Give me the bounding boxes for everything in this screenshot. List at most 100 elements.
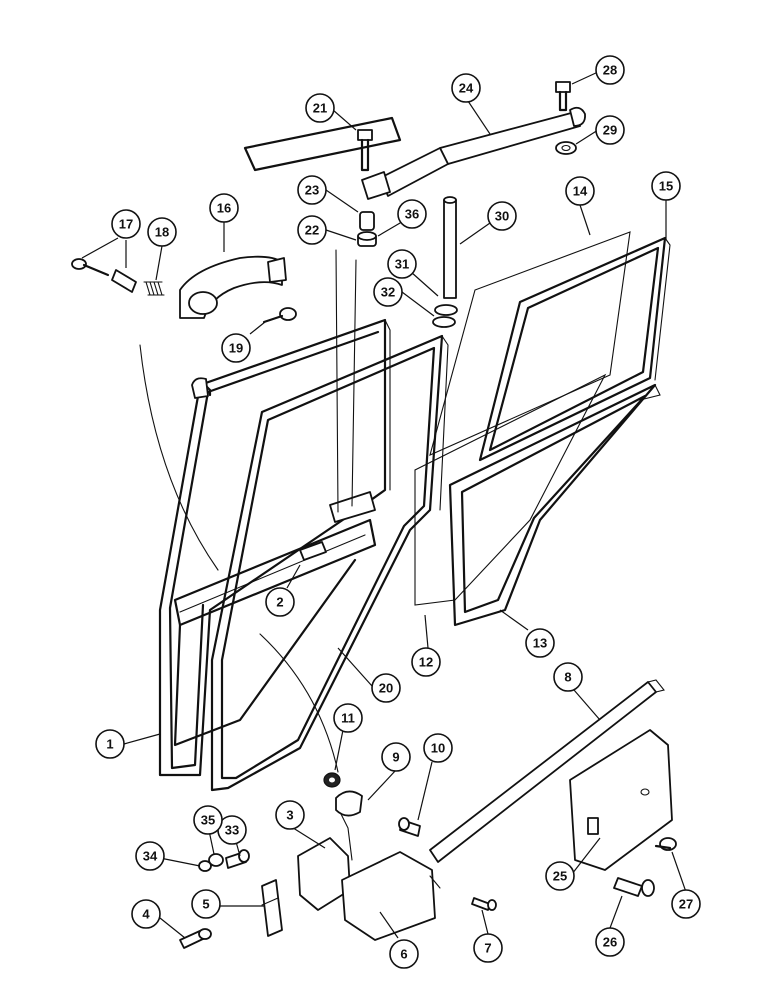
cover-plate [569,729,673,871]
callout-12: 12 [411,647,441,677]
callout-36: 36 [397,199,427,229]
lower-right-glass [414,373,607,606]
callout-label: 20 [379,681,393,696]
callout-20: 20 [371,673,401,703]
callout-35: 35 [193,805,223,835]
bolt-21 [357,129,373,172]
callout-label: 15 [659,179,673,194]
callout-25: 25 [545,861,575,891]
callout-label: 36 [405,207,419,222]
callout-3: 3 [275,800,305,830]
callout-17: 17 [111,209,141,239]
callout-26: 26 [595,927,625,957]
spring-18 [143,281,165,296]
door-handle [179,255,287,319]
washer-32 [432,316,456,328]
callout-14: 14 [565,176,595,206]
callout-label: 4 [142,907,150,922]
callout-label: 32 [381,285,395,300]
callout-13: 13 [525,628,555,658]
callout-2: 2 [265,587,295,617]
callout-7: 7 [473,933,503,963]
callout-22: 22 [297,215,327,245]
callout-label: 18 [155,225,169,240]
callout-21: 21 [305,93,335,123]
callout-label: 26 [603,935,617,950]
washer-36 [357,231,377,241]
callout-29: 29 [595,115,625,145]
callout-label: 17 [119,217,133,232]
callout-27: 27 [671,889,701,919]
bolt-26 [613,877,655,897]
bolt-33 [225,849,250,869]
callout-23: 23 [297,175,327,205]
callout-label: 11 [341,711,355,726]
callout-label: 2 [276,595,283,610]
pin-7 [471,897,497,911]
bolt-27 [654,837,677,851]
screw-10 [398,817,421,837]
callout-label: 7 [484,941,491,956]
callout-18: 18 [147,217,177,247]
callout-label: 19 [229,341,243,356]
callout-19: 19 [221,333,251,363]
callout-10: 10 [423,733,453,763]
callout-label: 27 [679,897,693,912]
plate-5 [261,879,283,937]
callout-label: 13 [533,636,547,651]
right-window-glass [429,231,631,456]
callout-4: 4 [131,899,161,929]
right-window-frame [478,236,671,462]
nut-34 [198,860,212,872]
callout-24: 24 [451,73,481,103]
callout-8: 8 [553,662,583,692]
callout-31: 31 [387,249,417,279]
callout-1: 1 [95,729,125,759]
callout-9: 9 [381,742,411,772]
bolt-28 [555,81,571,112]
screw-4 [179,928,212,949]
washer-35 [208,853,224,867]
callout-label: 9 [392,750,399,765]
callout-28: 28 [595,55,625,85]
bracket-6 [341,851,441,941]
callout-label: 6 [400,947,407,962]
hinge-pin [443,196,457,299]
callout-34: 34 [135,841,165,871]
callout-label: 33 [225,823,239,838]
callout-label: 5 [202,897,209,912]
callout-32: 32 [373,277,403,307]
callout-label: 30 [495,209,509,224]
callout-label: 3 [286,808,293,823]
gas-strut [243,106,586,200]
callout-label: 1 [106,737,113,752]
callout-30: 30 [487,201,517,231]
glass-seal-frame [210,334,449,792]
callout-label: 24 [459,81,474,96]
callout-label: 22 [305,223,319,238]
support-bar [429,679,665,863]
lower-right-seal [448,383,661,627]
washer-31 [434,304,458,316]
callout-label: 34 [143,849,158,864]
bush-23 [359,211,375,231]
callout-label: 21 [313,101,327,116]
door-lower-panel [173,491,377,747]
callout-label: 8 [564,670,571,685]
callout-label: 28 [603,63,617,78]
callout-label: 23 [305,183,319,198]
door-frame [158,318,391,777]
callout-6: 6 [389,939,419,969]
catch-9 [335,790,363,817]
handle-pin-17 [71,258,137,293]
callout-15: 15 [651,171,681,201]
screw-19 [262,307,297,324]
callouts: 1 2 3 4 5 6 7 8 9 10 11 12 13 14 15 16 1… [95,55,701,969]
callout-16: 16 [209,193,239,223]
callout-label: 14 [573,184,588,199]
callout-label: 10 [431,741,445,756]
callout-label: 31 [395,257,409,272]
callout-label: 16 [217,201,231,216]
callout-label: 25 [553,869,567,884]
